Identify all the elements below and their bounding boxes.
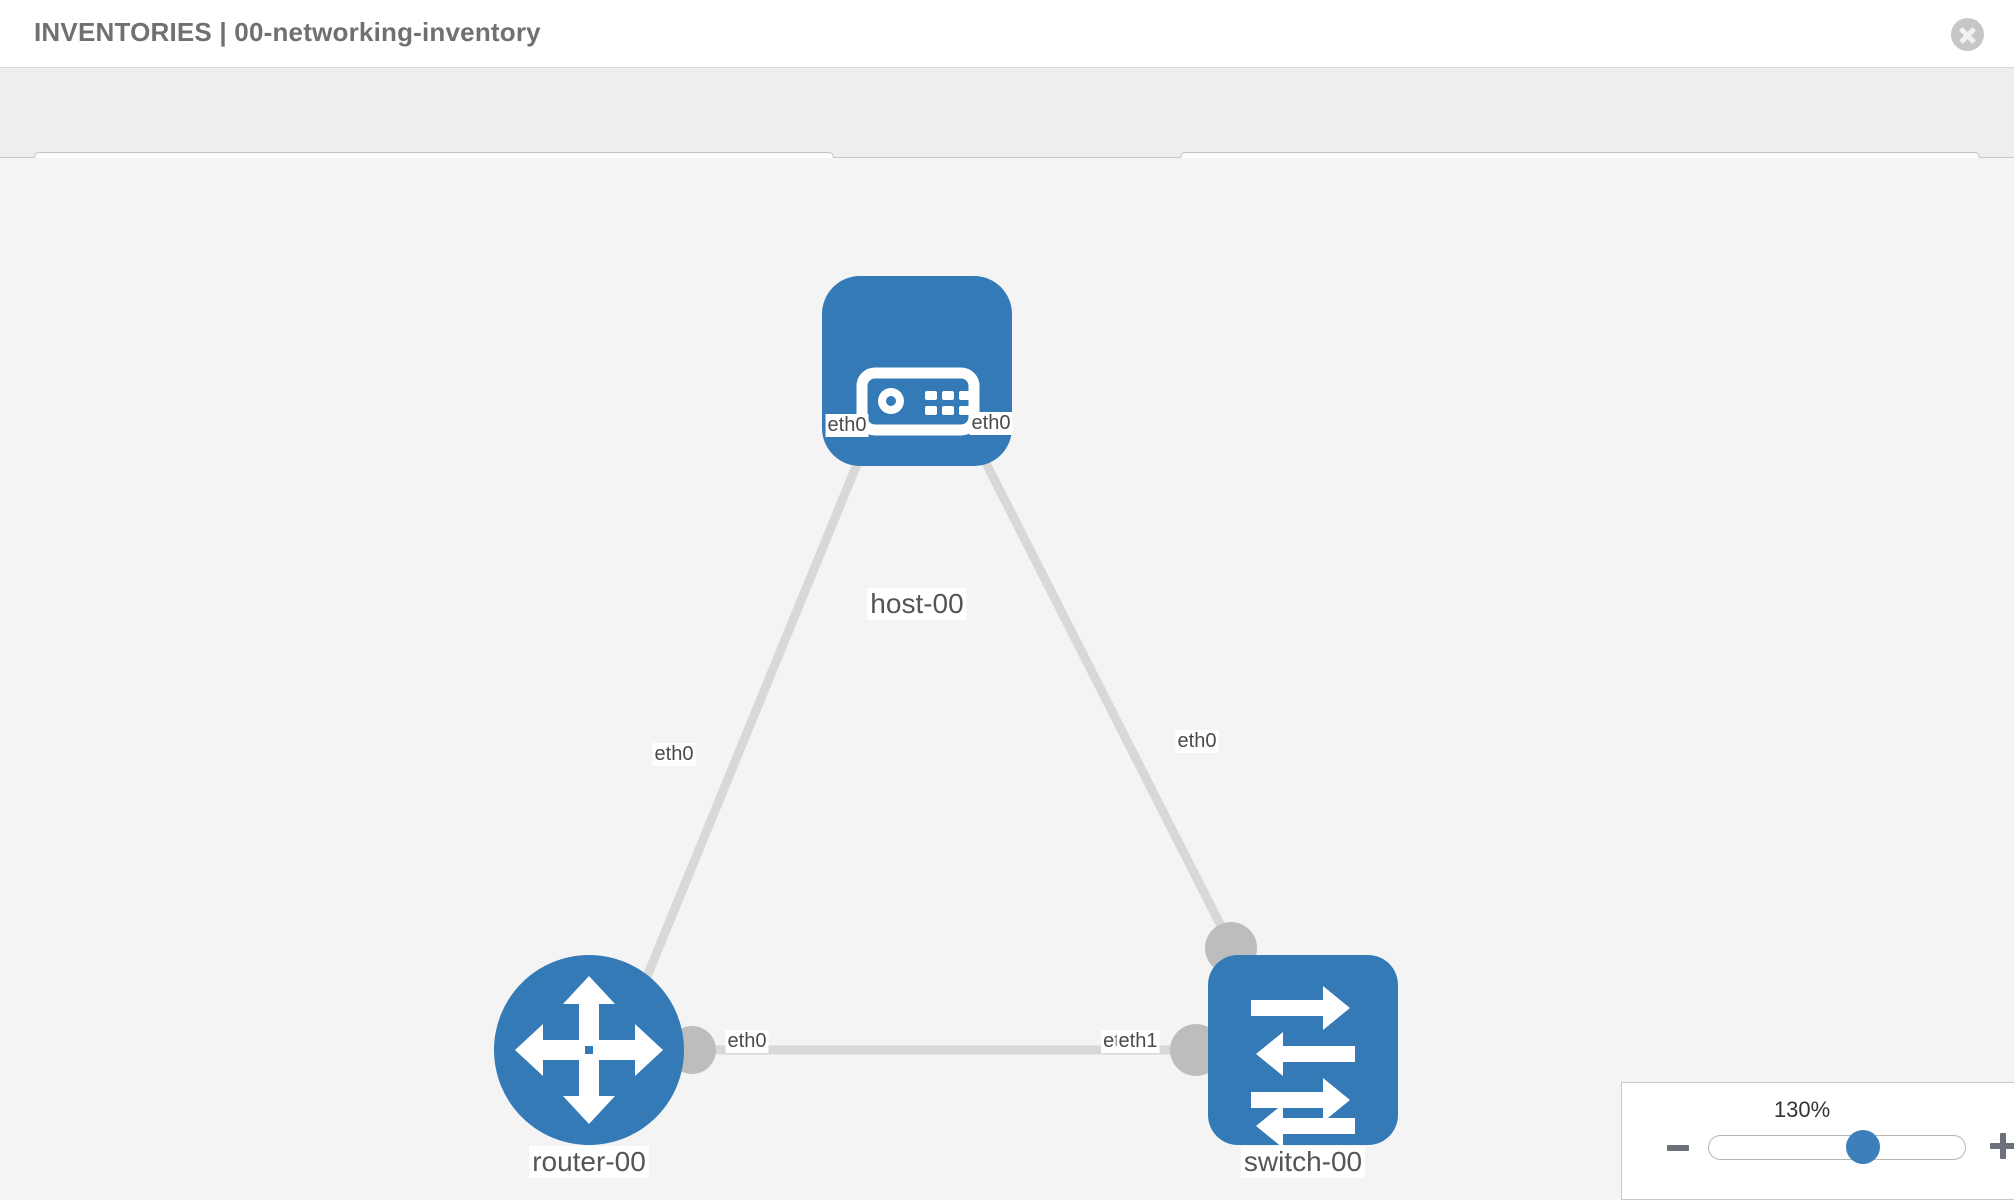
node-host-00 (822, 276, 1012, 466)
page-header: INVENTORIES | 00-networking-inventory (0, 0, 2014, 68)
interface-label: eth0 (725, 1030, 769, 1053)
close-icon[interactable] (1951, 18, 1984, 51)
topology-links (625, 403, 1260, 1055)
zoom-control-panel: 130% (1621, 1082, 2014, 1200)
page-title: INVENTORIES | 00-networking-inventory (34, 17, 541, 47)
zoom-out-button[interactable] (1667, 1145, 1689, 1151)
interface-label: eth0 (1175, 730, 1219, 753)
router-arrows-icon (515, 976, 663, 1124)
node-label-host-00: host-00 (867, 588, 967, 620)
node-router-00 (494, 955, 684, 1145)
zoom-slider-track[interactable] (1708, 1135, 1966, 1160)
node-label-switch-00: switch-00 (1240, 1146, 1366, 1178)
zoom-slider-thumb[interactable] (1845, 1130, 1880, 1164)
interface-label: eth0 (652, 743, 696, 766)
link-host00-switch00 (953, 403, 1260, 998)
switch-arrows-icon (1251, 986, 1355, 1148)
zoom-level-value: 130% (1773, 1097, 1831, 1122)
node-label-router-00: router-00 (529, 1146, 649, 1178)
toolbar: ACTIONS SEARCH (0, 68, 2014, 206)
node-switch-00 (1208, 955, 1398, 1148)
server-icon-dots (925, 391, 971, 415)
link-host00-router00 (625, 403, 885, 1023)
plus-icon-vertical (2000, 1133, 2006, 1159)
interface-label: eth1 (1116, 1030, 1160, 1053)
interface-label: eth0 (969, 412, 1013, 435)
topology-graph (494, 276, 1398, 1148)
topology-canvas[interactable]: eth0 eth0 eth0 eth0 eth0 eth eth1 host-0… (0, 158, 2014, 1200)
interface-label: eth0 (825, 414, 869, 437)
topology-interface-dots (668, 404, 1257, 1076)
server-icon (856, 367, 980, 436)
zoom-in-button[interactable] (1990, 1133, 2014, 1159)
